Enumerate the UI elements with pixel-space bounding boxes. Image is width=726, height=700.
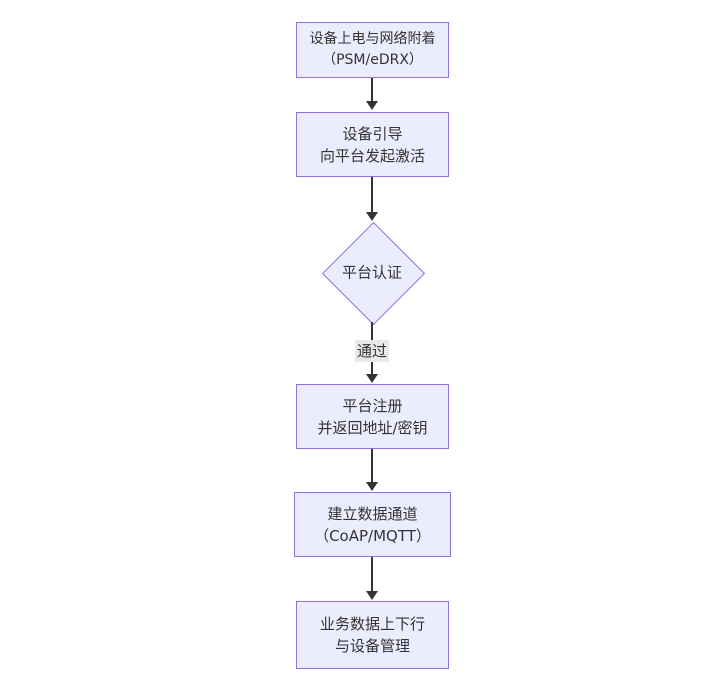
node-label-line: 设备上电与网络附着 [309, 31, 436, 47]
edge-label-pass: 通过 [354, 340, 390, 362]
node-label-line: 设备引导 [342, 124, 403, 143]
edge-line [371, 557, 373, 592]
node-label-line: 与设备管理 [334, 637, 410, 655]
flow-node-bootstrap-activate: 设备引导 向平台发起激活 [296, 112, 449, 177]
node-label-line: （PSM/eDRX） [322, 52, 423, 68]
arrowhead-down-icon [366, 212, 378, 221]
arrowhead-down-icon [366, 101, 378, 110]
arrowhead-down-icon [366, 482, 378, 491]
node-label-line: 建立数据通道 [327, 504, 418, 523]
node-label-line: 向平台发起激活 [319, 146, 425, 165]
flow-node-business-data: 业务数据上下行 与设备管理 [296, 601, 449, 669]
edge-line [371, 449, 373, 483]
node-label-line: 并返回地址/密钥 [317, 418, 428, 437]
flow-node-platform-auth: 平台认证 [321, 221, 425, 325]
edge-line [371, 177, 373, 213]
flow-node-data-channel: 建立数据通道 （CoAP/MQTT） [294, 492, 451, 557]
arrowhead-down-icon [366, 591, 378, 600]
edge-line [371, 78, 373, 102]
flow-node-power-attach: 设备上电与网络附着 （PSM/eDRX） [296, 22, 449, 78]
node-label-line: 业务数据上下行 [319, 615, 425, 633]
flow-node-platform-register: 平台注册 并返回地址/密钥 [296, 384, 449, 449]
node-label-line: 平台注册 [342, 396, 403, 415]
node-label-line: 平台认证 [341, 263, 403, 282]
node-label-line: （CoAP/MQTT） [314, 526, 431, 545]
arrowhead-down-icon [366, 374, 378, 383]
